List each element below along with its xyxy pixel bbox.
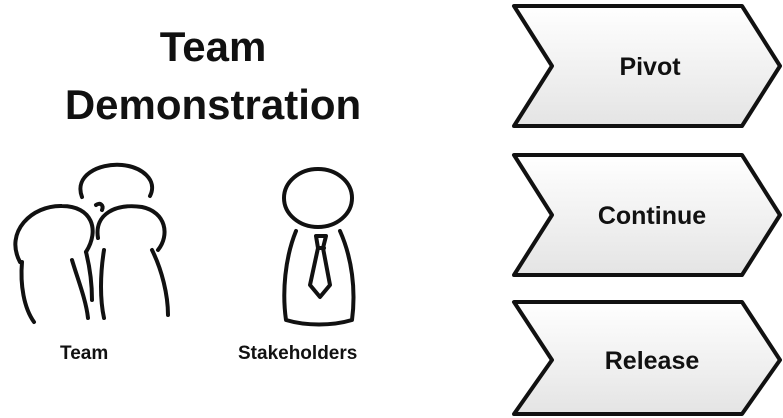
decision-label-pivot: Pivot xyxy=(619,53,681,81)
decision-chevron-release: Release xyxy=(512,300,782,416)
decision-label-release: Release xyxy=(605,347,700,375)
decision-label-continue: Continue xyxy=(598,202,706,230)
team-people-icon xyxy=(13,162,170,324)
diagram-title-line-1: Team xyxy=(159,23,267,70)
decision-chevron-pivot: Pivot xyxy=(512,4,782,128)
team-caption: Team xyxy=(60,343,109,364)
stakeholders-caption: Stakeholders xyxy=(238,343,358,364)
stakeholder-person-icon xyxy=(282,167,356,327)
diagram-title-line-2: Demonstration xyxy=(64,81,362,128)
decision-chevron-continue: Continue xyxy=(512,153,782,277)
